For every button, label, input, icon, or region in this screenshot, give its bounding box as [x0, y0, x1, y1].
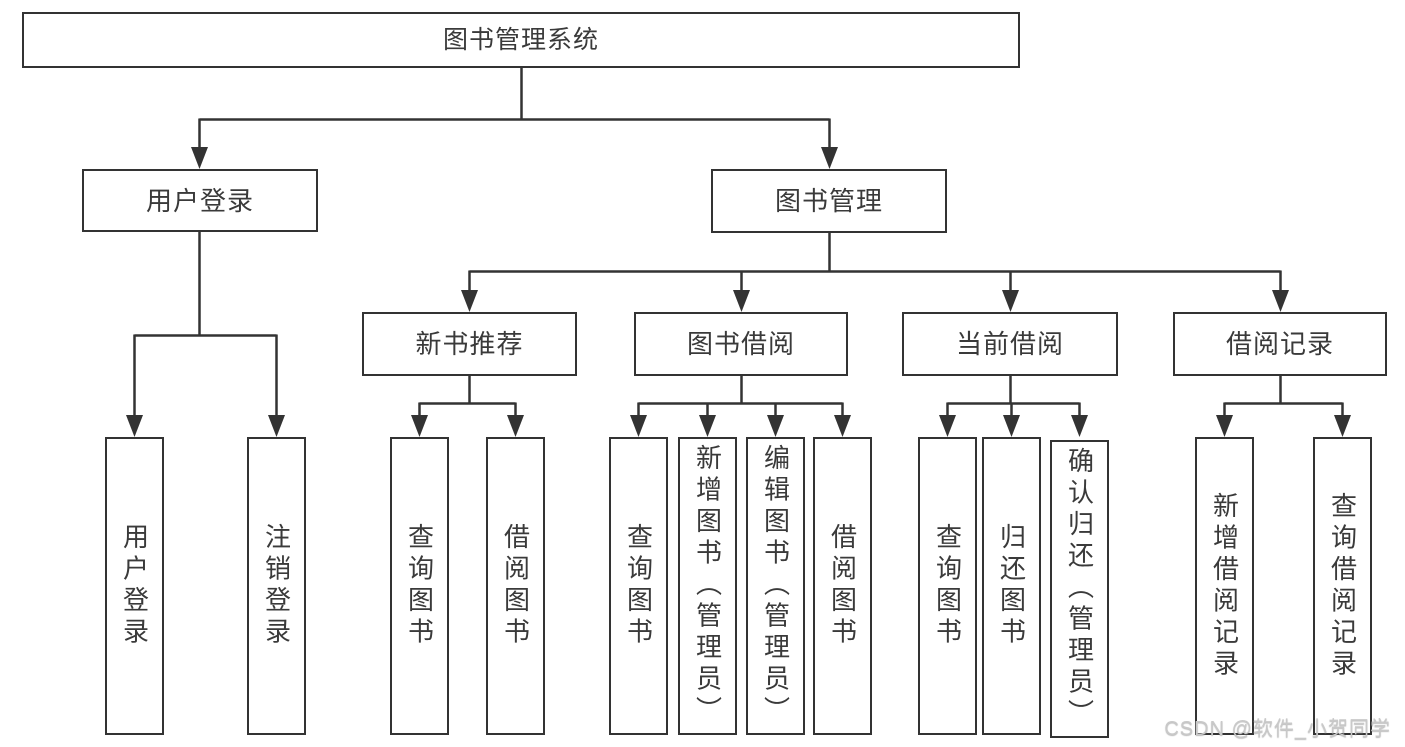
leaf-borrow-books-recommendation: 借阅图书 — [486, 437, 545, 735]
leaf-borrow-books: 借阅图书 — [813, 437, 872, 735]
arrowhead-icon — [1216, 415, 1233, 437]
arrowhead-icon — [507, 415, 524, 437]
node-label: 用户登录 — [119, 523, 150, 649]
leaf-user-login: 用户登录 — [105, 437, 164, 735]
node-user-login-branch: 用户登录 — [82, 169, 318, 232]
leaf-add-borrow-record: 新增借阅记录 — [1195, 437, 1254, 735]
arrowhead-icon — [630, 415, 647, 437]
connector-borrow-records-to-leaves — [1223, 376, 1344, 418]
leaf-edit-book-admin: 编辑图书（管理员） — [746, 437, 805, 735]
arrowhead-icon — [699, 415, 716, 437]
arrowhead-icon — [1003, 415, 1020, 437]
leaf-query-books-current: 查询图书 — [918, 437, 977, 735]
arrowheads — [126, 147, 1351, 437]
connector-new-book-rec-to-leaves — [418, 376, 517, 418]
node-borrowing-records: 借阅记录 — [1173, 312, 1387, 376]
leaf-query-books-recommendation: 查询图书 — [390, 437, 449, 735]
node-label: 借阅图书 — [500, 523, 531, 649]
arrowhead-icon — [733, 290, 750, 312]
node-library-management-system: 图书管理系统 — [22, 12, 1020, 68]
node-label: 查询图书 — [623, 523, 654, 649]
node-label: 注销登录 — [261, 523, 292, 649]
arrowhead-icon — [1071, 415, 1088, 437]
connector-current-borrow-to-leaves — [946, 376, 1081, 418]
node-label: 新增图书（管理员） — [692, 444, 723, 728]
node-book-management-branch: 图书管理 — [711, 169, 947, 233]
leaf-confirm-return-admin: 确认归还（管理员） — [1050, 440, 1109, 738]
leaf-return-book: 归还图书 — [982, 437, 1041, 735]
arrowhead-icon — [1334, 415, 1351, 437]
connector-user-login-to-leaves — [133, 232, 278, 418]
node-label: 查询借阅记录 — [1327, 491, 1358, 681]
arrowhead-icon — [821, 147, 838, 169]
leaf-query-books-borrowing: 查询图书 — [609, 437, 668, 735]
arrowhead-icon — [939, 415, 956, 437]
node-label: 确认归还（管理员） — [1064, 447, 1095, 731]
node-label: 查询图书 — [404, 523, 435, 649]
arrowhead-icon — [1272, 290, 1289, 312]
arrowhead-icon — [1002, 290, 1019, 312]
node-book-borrowing: 图书借阅 — [634, 312, 848, 376]
connector-root-to-level2 — [198, 68, 831, 150]
arrowhead-icon — [126, 415, 143, 437]
connector-book-management-to-level3 — [468, 233, 1282, 293]
leaf-add-book-admin: 新增图书（管理员） — [678, 437, 737, 735]
connector-book-borrow-to-leaves — [637, 376, 844, 418]
node-label: 归还图书 — [996, 523, 1027, 649]
node-label: 新增借阅记录 — [1209, 491, 1240, 681]
leaf-query-borrow-record: 查询借阅记录 — [1313, 437, 1372, 735]
node-label: 查询图书 — [932, 523, 963, 649]
node-current-borrowing: 当前借阅 — [902, 312, 1118, 376]
arrowhead-icon — [411, 415, 428, 437]
node-label: 借阅图书 — [827, 523, 858, 649]
node-label: 编辑图书（管理员） — [760, 444, 791, 728]
leaf-logout: 注销登录 — [247, 437, 306, 735]
arrowhead-icon — [461, 290, 478, 312]
arrowhead-icon — [268, 415, 285, 437]
arrowhead-icon — [767, 415, 784, 437]
arrowhead-icon — [834, 415, 851, 437]
node-new-book-recommendation: 新书推荐 — [362, 312, 577, 376]
arrowhead-icon — [191, 147, 208, 169]
csdn-watermark: CSDN @软件_小贺同学 — [1164, 718, 1391, 740]
